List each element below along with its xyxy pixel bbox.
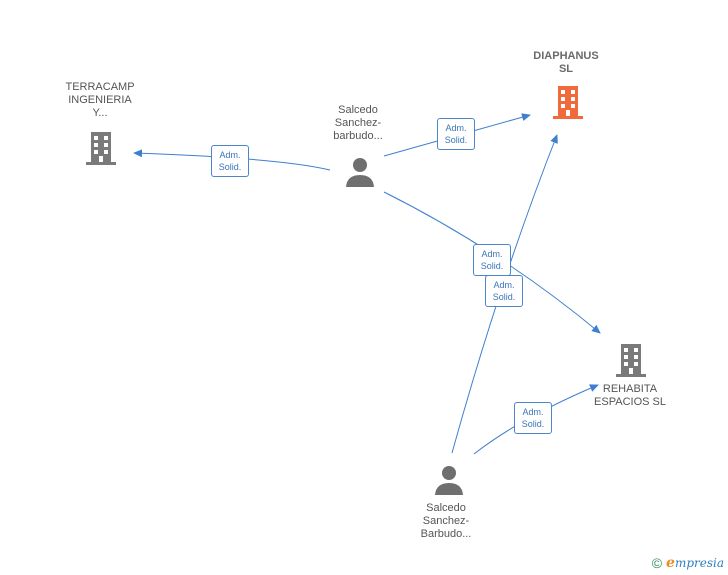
copyright-symbol: © (651, 555, 663, 571)
edge-label-person1-diaphanus[interactable]: Adm. Solid. (437, 118, 475, 150)
terracamp-label[interactable]: TERRACAMP INGENIERIA Y... (65, 81, 135, 119)
edge-label-person1-terracamp[interactable]: Adm. Solid. (211, 145, 249, 177)
person-icon[interactable] (344, 156, 376, 188)
person-icon[interactable] (433, 464, 465, 496)
brand-initial: e (666, 555, 675, 571)
edge-label-person1-rehabita[interactable]: Adm. Solid. (473, 244, 511, 276)
building-icon[interactable] (615, 342, 647, 378)
building-icon[interactable] (85, 130, 117, 166)
edge-label-person2-rehabita[interactable]: Adm. Solid. (514, 402, 552, 434)
edge-person1-terracamp (133, 149, 331, 171)
edge-label-person2-diaphanus[interactable]: Adm. Solid. (485, 275, 523, 307)
person2-label[interactable]: Salcedo Sanchez- Barbudo... (420, 502, 472, 540)
person1-label[interactable]: Salcedo Sanchez- barbudo... (333, 104, 383, 142)
brand-logo: empresia (666, 555, 724, 571)
rehabita-label[interactable]: REHABITA ESPACIOS SL (594, 383, 666, 408)
diaphanus-label[interactable]: DIAPHANUS SL (533, 50, 599, 75)
brand-rest: mpresia (674, 556, 724, 570)
footer-watermark: © empresia (652, 555, 724, 571)
building-icon[interactable] (552, 84, 584, 120)
